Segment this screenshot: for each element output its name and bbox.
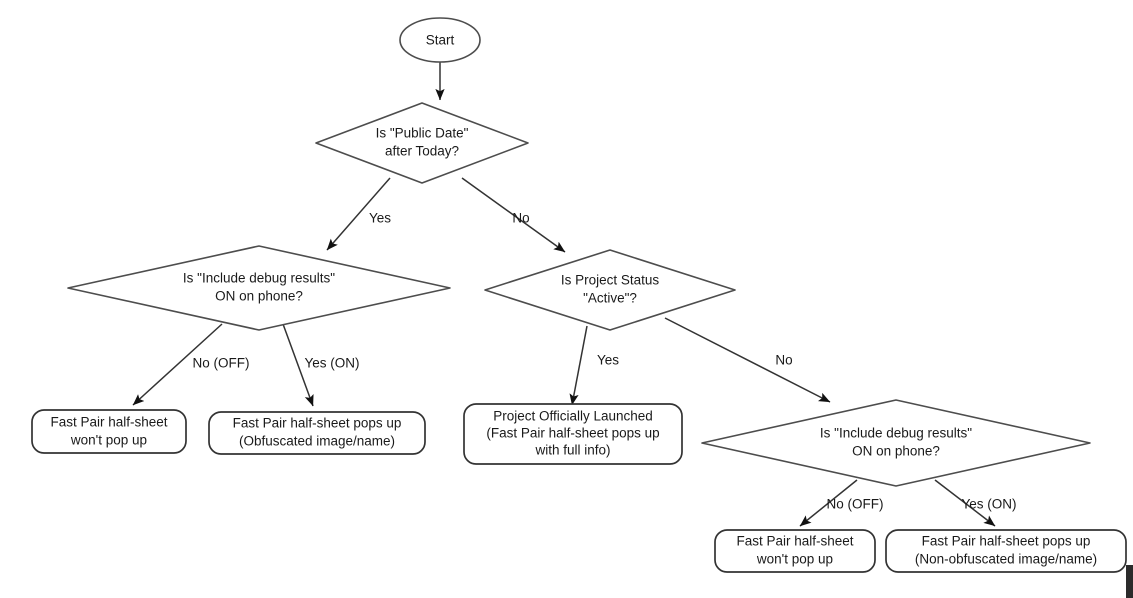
project-status-line2: "Active"? [583, 291, 637, 306]
node-result-right-yes[interactable]: Fast Pair half-sheet pops up (Non-obfusc… [885, 529, 1127, 573]
result-left-no-line2: won't pop up [70, 433, 147, 448]
debug-right-line1: Is "Include debug results" [820, 426, 972, 441]
node-result-left-yes[interactable]: Fast Pair half-sheet pops up (Obfuscated… [208, 411, 426, 455]
result-launched-box [463, 403, 683, 465]
result-left-yes-line1: Fast Pair half-sheet pops up [233, 416, 402, 431]
edge-label-project-status-yes: Yes [597, 353, 619, 368]
edge-public-date-yes [326, 177, 391, 251]
edge-debug-left-no [132, 323, 223, 406]
node-result-launched[interactable]: Project Officially Launched (Fast Pair h… [463, 403, 683, 465]
node-result-right-no[interactable]: Fast Pair half-sheet won't pop up [714, 529, 876, 573]
result-right-yes-line1: Fast Pair half-sheet pops up [922, 534, 1091, 549]
node-decision-project-status[interactable]: Is Project Status "Active"? [484, 249, 736, 331]
edge-debug-left-yes [282, 323, 314, 407]
edge-project-status-no [664, 317, 831, 403]
edge-label-debug-right-no: No (OFF) [827, 497, 884, 512]
debug-right-line2: ON on phone? [852, 444, 940, 459]
edge-label-debug-right-yes: Yes (ON) [961, 497, 1016, 512]
edge-public-date-no [461, 177, 566, 253]
public-date-line1: Is "Public Date" [376, 126, 469, 141]
edge-group [132, 62, 996, 527]
debug-left-line1: Is "Include debug results" [183, 271, 335, 286]
result-launched-line3: with full info) [534, 443, 610, 458]
result-right-yes-line2: (Non-obfuscated image/name) [915, 552, 1097, 567]
result-launched-line1: Project Officially Launched [493, 409, 653, 424]
edge-debug-right-no [799, 479, 858, 527]
result-right-yes-box [885, 529, 1127, 573]
edge-debug-right-yes [934, 479, 996, 527]
result-right-no-box [714, 529, 876, 573]
debug-right-diamond [701, 399, 1091, 487]
edge-label-debug-left-no: No (OFF) [193, 356, 250, 371]
result-left-no-line1: Fast Pair half-sheet [50, 415, 167, 430]
debug-left-line2: ON on phone? [215, 289, 303, 304]
node-start[interactable]: Start [399, 17, 481, 63]
result-left-yes-box [208, 411, 426, 455]
edge-label-public-date-yes: Yes [369, 211, 391, 226]
edge-label-public-date-no: No [512, 211, 529, 226]
public-date-line2: after Today? [385, 144, 459, 159]
edge-label-project-status-no: No [775, 353, 792, 368]
start-label: Start [426, 33, 455, 48]
node-result-left-no[interactable]: Fast Pair half-sheet won't pop up [31, 409, 187, 454]
result-right-no-line2: won't pop up [756, 552, 833, 567]
debug-left-diamond [67, 245, 451, 331]
public-date-diamond [315, 102, 529, 184]
result-right-no-line1: Fast Pair half-sheet [736, 534, 853, 549]
edge-label-group: Yes No No (OFF) Yes (ON) Yes No No (OFF)… [193, 211, 1017, 512]
result-left-no-box [31, 409, 187, 454]
result-left-yes-line2: (Obfuscated image/name) [239, 434, 395, 449]
start-ellipse [399, 17, 481, 63]
node-decision-public-date[interactable]: Is "Public Date" after Today? [315, 102, 529, 184]
edge-project-status-yes [569, 325, 588, 406]
edge-label-debug-left-yes: Yes (ON) [304, 356, 359, 371]
node-decision-debug-left[interactable]: Is "Include debug results" ON on phone? [67, 245, 451, 331]
project-status-line1: Is Project Status [561, 273, 660, 288]
node-decision-debug-right[interactable]: Is "Include debug results" ON on phone? [701, 399, 1091, 487]
result-launched-line2: (Fast Pair half-sheet pops up [486, 426, 659, 441]
project-status-diamond [484, 249, 736, 331]
page-edge-artifact [1126, 565, 1133, 598]
